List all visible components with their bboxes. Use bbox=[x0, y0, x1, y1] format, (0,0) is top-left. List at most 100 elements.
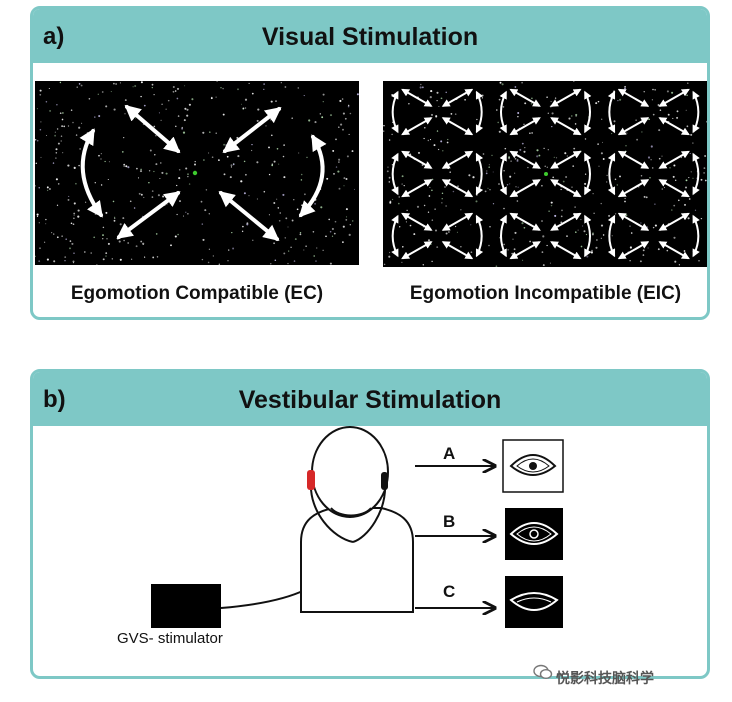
random-dot bbox=[73, 252, 75, 254]
random-dot bbox=[204, 209, 207, 212]
panel-letter: b) bbox=[43, 386, 66, 413]
random-dot bbox=[387, 166, 389, 168]
random-dot bbox=[434, 208, 436, 210]
random-dot bbox=[271, 164, 274, 167]
random-dot bbox=[102, 226, 105, 229]
random-dot bbox=[606, 174, 608, 177]
random-dot bbox=[220, 86, 222, 89]
random-dot bbox=[275, 100, 277, 102]
random-dot bbox=[187, 176, 189, 178]
random-dot bbox=[498, 98, 501, 101]
random-dot bbox=[573, 81, 575, 82]
eic-stimulus-image bbox=[383, 81, 707, 267]
random-dot bbox=[113, 219, 116, 222]
random-dot bbox=[186, 108, 189, 111]
random-dot bbox=[614, 213, 617, 215]
random-dot bbox=[547, 112, 549, 114]
random-dot bbox=[331, 235, 334, 237]
random-dot bbox=[409, 224, 412, 227]
random-dot bbox=[527, 166, 529, 169]
random-dot bbox=[426, 161, 428, 163]
random-dot bbox=[345, 208, 348, 211]
random-dot bbox=[54, 131, 56, 133]
random-dot bbox=[676, 110, 679, 113]
random-dot bbox=[97, 93, 99, 95]
random-dot bbox=[544, 165, 546, 167]
random-dot bbox=[403, 184, 405, 187]
curved-arrow-right bbox=[475, 152, 484, 196]
random-dot bbox=[263, 88, 265, 91]
random-dot bbox=[45, 223, 47, 225]
random-dot bbox=[445, 91, 447, 94]
random-dot bbox=[334, 220, 337, 223]
random-dot bbox=[441, 202, 443, 204]
random-dot bbox=[548, 210, 550, 212]
random-dot bbox=[144, 256, 146, 258]
random-dot bbox=[170, 244, 172, 247]
arrow-up-left bbox=[509, 88, 541, 107]
random-dot bbox=[329, 230, 332, 233]
random-dot bbox=[457, 185, 459, 187]
random-dot bbox=[218, 263, 220, 265]
curved-arrow-right bbox=[475, 90, 484, 134]
random-dot bbox=[208, 248, 211, 250]
random-dot bbox=[60, 135, 63, 137]
panel-header: a) Visual Stimulation bbox=[33, 9, 707, 63]
random-dot bbox=[444, 186, 446, 188]
curved-arrow-right bbox=[692, 214, 700, 258]
random-dot bbox=[332, 149, 335, 152]
arrow-down-right bbox=[658, 241, 690, 260]
random-dot bbox=[445, 232, 448, 235]
random-dot bbox=[185, 211, 187, 213]
flow-unit bbox=[391, 212, 484, 260]
random-dot bbox=[223, 143, 226, 146]
random-dot bbox=[285, 217, 288, 220]
random-dot bbox=[46, 258, 49, 261]
random-dot bbox=[93, 236, 96, 239]
random-dot bbox=[80, 84, 83, 87]
random-dot bbox=[383, 124, 385, 127]
random-dot bbox=[496, 109, 498, 111]
gvs-stimulator-label: GVS- stimulator bbox=[117, 630, 223, 647]
random-dot bbox=[564, 152, 567, 155]
curved-arrow-left bbox=[391, 152, 399, 196]
random-dot bbox=[592, 193, 594, 195]
random-dot bbox=[450, 113, 453, 115]
arrow-up-right bbox=[658, 150, 690, 169]
random-dot bbox=[270, 263, 272, 265]
random-dot bbox=[49, 109, 52, 112]
random-dot bbox=[230, 164, 233, 167]
random-dot bbox=[209, 131, 211, 133]
random-dot bbox=[542, 235, 545, 238]
random-dot bbox=[151, 83, 154, 86]
random-dot bbox=[343, 177, 346, 180]
random-dot bbox=[176, 213, 178, 216]
random-dot bbox=[140, 193, 143, 196]
random-dot bbox=[300, 173, 303, 176]
random-dot bbox=[659, 109, 662, 111]
random-dot bbox=[313, 255, 316, 257]
random-dot bbox=[543, 147, 545, 150]
random-dot bbox=[619, 175, 621, 178]
random-dot bbox=[694, 209, 697, 211]
random-dot bbox=[304, 193, 306, 196]
random-dot bbox=[319, 113, 321, 115]
random-dot bbox=[67, 164, 70, 167]
random-dot bbox=[137, 177, 140, 179]
random-dot bbox=[329, 114, 333, 117]
random-dot bbox=[652, 113, 655, 116]
random-dot bbox=[698, 260, 700, 262]
random-dot bbox=[688, 198, 691, 200]
random-dot bbox=[549, 262, 551, 264]
random-dot bbox=[294, 238, 297, 241]
random-dot bbox=[181, 126, 183, 129]
arrow-up-right bbox=[441, 150, 474, 169]
random-dot bbox=[423, 204, 426, 207]
random-dot bbox=[345, 178, 348, 180]
random-dot bbox=[625, 150, 627, 152]
random-dot bbox=[597, 100, 600, 103]
random-dot bbox=[448, 231, 450, 233]
random-dot bbox=[445, 205, 447, 207]
random-dot bbox=[401, 261, 403, 263]
eic-caption: Egomotion Incompatible (EIC) bbox=[409, 283, 682, 304]
